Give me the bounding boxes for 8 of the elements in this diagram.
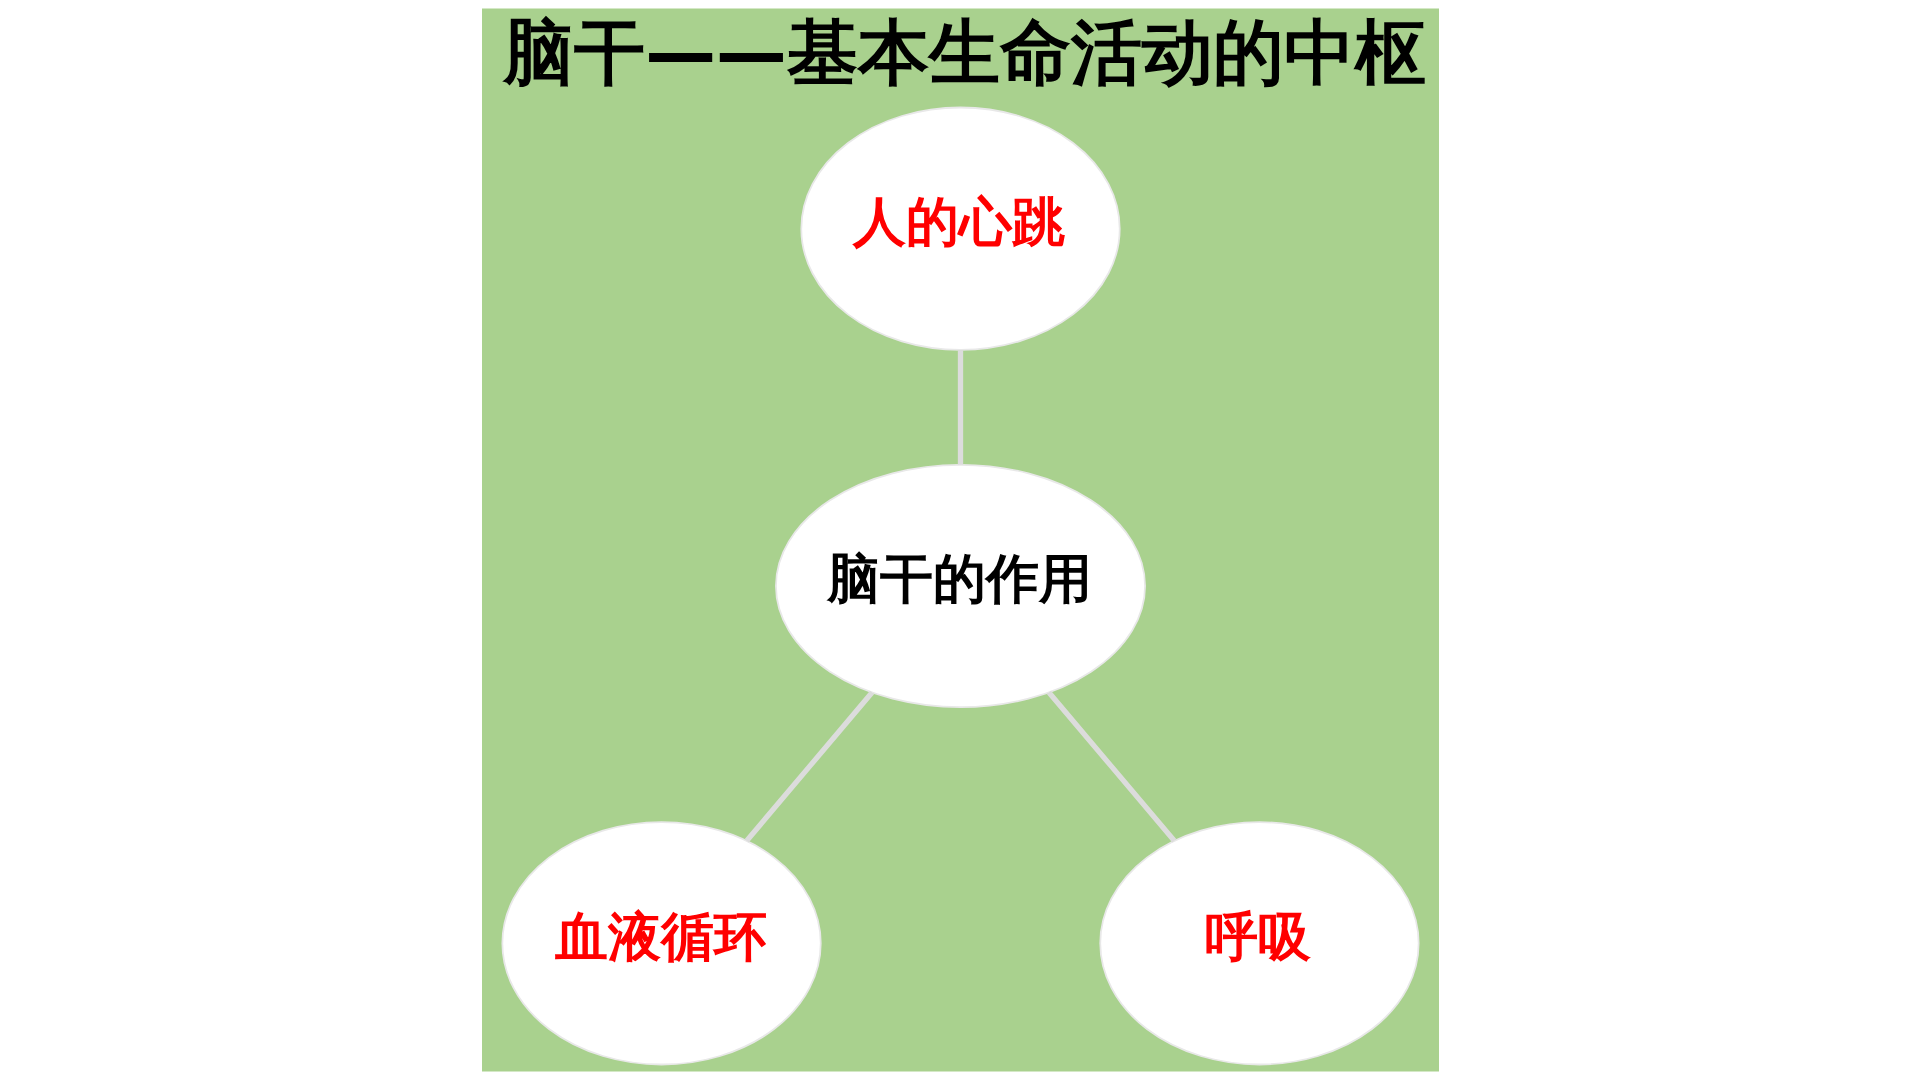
- connector: [1046, 690, 1176, 843]
- diagram-title: 脑干——基本生命活动的中枢: [502, 11, 1426, 95]
- node-ellipse: 脑干的作用: [774, 463, 1146, 709]
- connector: [957, 350, 963, 465]
- connector: [744, 690, 874, 843]
- node-ellipse: 血液循环: [500, 821, 822, 1066]
- node-ellipse: 呼吸: [1098, 821, 1420, 1066]
- node-ellipse: 人的心跳: [799, 106, 1121, 351]
